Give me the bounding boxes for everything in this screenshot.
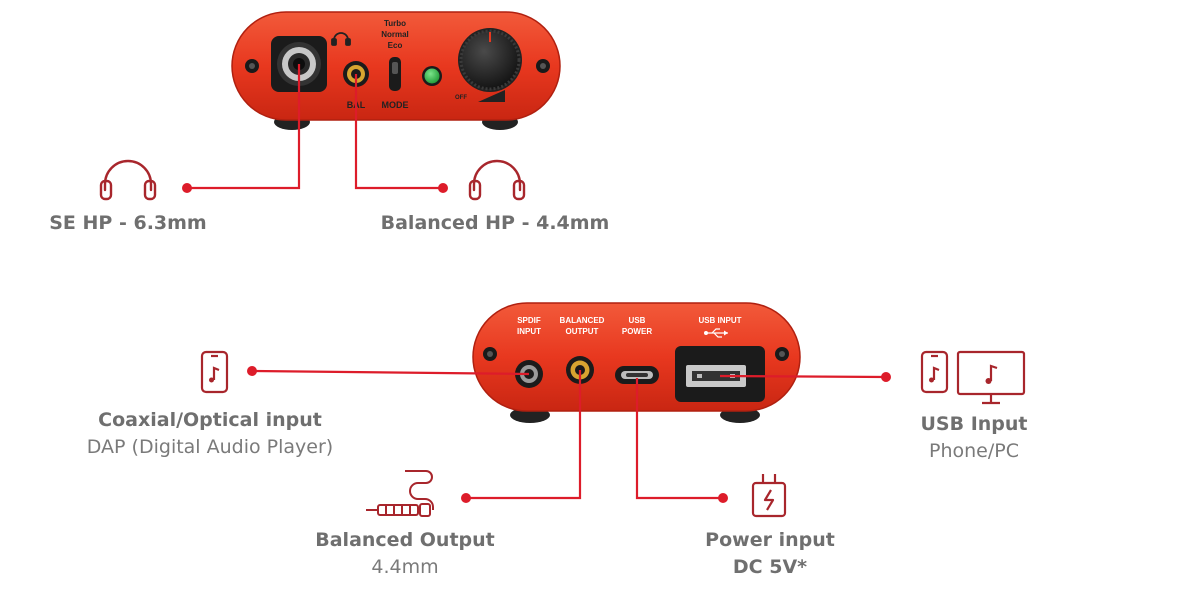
front-screw-left — [245, 59, 259, 73]
callout-lines-rear — [251, 369, 887, 500]
callout-balanced-output — [466, 370, 582, 500]
headphones-icon — [468, 159, 526, 201]
balanced-label-line2: OUTPUT — [566, 327, 599, 336]
mode-option-normal: Normal — [381, 30, 409, 39]
mode-switch[interactable] — [389, 57, 401, 91]
balanced-hp-title: Balanced HP - 4.4mm — [380, 212, 610, 234]
se-hp-label: SE HP - 6.3mm — [18, 210, 238, 236]
mode-option-eco: Eco — [388, 41, 403, 50]
coaxial-title: Coaxial/Optical input — [98, 409, 322, 431]
callout-se-hp — [187, 64, 301, 190]
rear-panel: SPDIF INPUT BALANCED OUTPUT USB POWER US… — [472, 302, 801, 423]
balanced-output-title: Balanced Output — [315, 529, 495, 551]
balanced-label-line1: BALANCED — [560, 316, 605, 325]
usb-input-label-callout: USB Input Phone/PC — [894, 411, 1054, 465]
usb-power-label-line2: POWER — [622, 327, 652, 336]
coaxial-subtitle: DAP (Digital Audio Player) — [86, 436, 334, 458]
callout-dot-se-hp — [182, 183, 192, 193]
phone-music-icon — [920, 350, 949, 394]
callout-dot-usb-input — [881, 372, 891, 382]
front-screw-right — [536, 59, 550, 73]
mode-option-turbo: Turbo — [384, 19, 406, 28]
volume-ramp-indicator — [478, 90, 505, 102]
knob-off-label: OFF — [455, 95, 467, 101]
callout-balanced-hp — [354, 74, 443, 190]
headphones-symbol-icon — [331, 32, 351, 46]
callout-dot-balanced-output — [461, 493, 471, 503]
spdif-label-line2: INPUT — [517, 327, 541, 336]
callout-dot-coaxial — [247, 366, 257, 376]
usb-trident-icon — [704, 328, 728, 338]
callout-lines-front — [187, 64, 443, 190]
power-input-label: Power input DC 5V* — [680, 527, 860, 581]
usb-input-label: USB INPUT — [698, 316, 741, 325]
se-hp-title: SE HP - 6.3mm — [49, 212, 207, 234]
power-led — [422, 66, 442, 86]
balanced-hp-label: Balanced HP - 4.4mm — [370, 210, 620, 236]
balanced-cable-icon — [366, 470, 434, 517]
front-panel: BAL Turbo Normal Eco MODE OFF — [231, 11, 561, 130]
spdif-label-line1: SPDIF — [517, 316, 541, 325]
usb-power-port[interactable] — [615, 366, 659, 384]
headphones-icon — [99, 159, 157, 201]
power-input-title: Power input — [705, 529, 835, 551]
usb-input-subtitle: Phone/PC — [929, 440, 1019, 462]
callout-power — [635, 378, 723, 500]
front-panel-edge — [231, 11, 561, 121]
rear-screw-right — [775, 347, 789, 361]
callout-dot-balanced-hp — [438, 183, 448, 193]
usb-input-title: USB Input — [920, 413, 1028, 435]
coaxial-label: Coaxial/Optical input DAP (Digital Audio… — [60, 407, 360, 461]
callout-coaxial — [251, 369, 530, 376]
rear-screw-left — [483, 347, 497, 361]
callout-usb-input — [719, 374, 887, 379]
volume-knob[interactable] — [458, 28, 522, 92]
mode-label: MODE — [382, 100, 409, 110]
balanced-output-label: Balanced Output 4.4mm — [300, 527, 510, 581]
power-input-subtitle: DC 5V* — [732, 556, 808, 578]
power-plug-icon — [751, 474, 787, 518]
monitor-music-icon — [956, 350, 1026, 405]
phone-music-icon — [200, 350, 229, 394]
usb-power-label-line1: USB — [629, 316, 646, 325]
callout-dot-power — [718, 493, 728, 503]
balanced-output-subtitle: 4.4mm — [371, 556, 439, 578]
usb-input-port[interactable] — [675, 346, 765, 402]
